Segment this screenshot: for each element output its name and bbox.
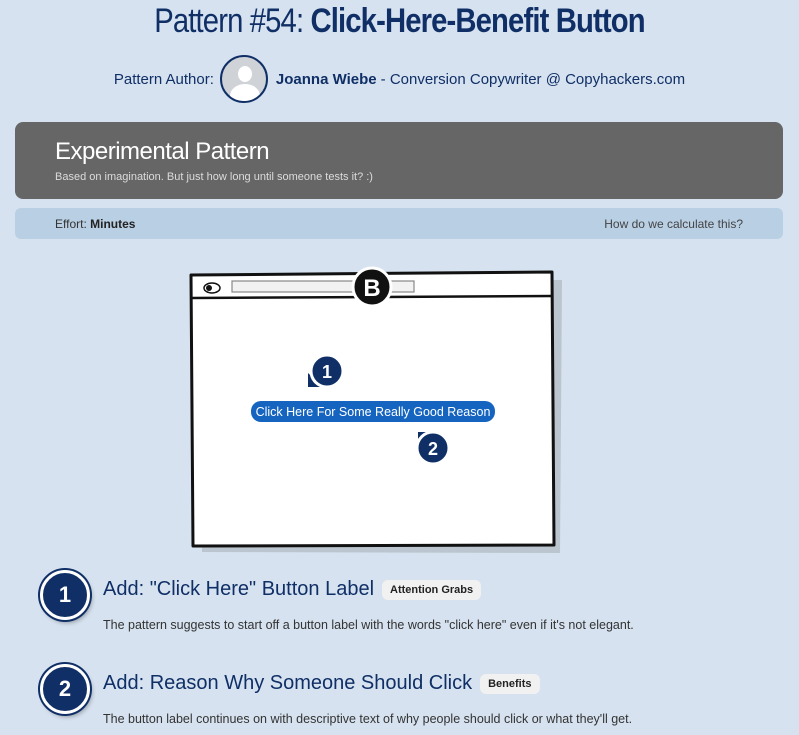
marker-two-label: 2 — [428, 439, 438, 459]
step-1-number: 1 — [40, 570, 90, 620]
step-1-title: Add: "Click Here" Button Label — [103, 578, 375, 600]
step-2-title: Add: Reason Why Someone Should Click — [103, 672, 473, 694]
effort-info: Effort: Minutes — [55, 217, 135, 231]
step-1-badge: Attention Grabs — [382, 579, 482, 600]
effort-label: Effort: — [55, 217, 87, 231]
effort-value: Minutes — [90, 217, 136, 231]
step-2-badge: Benefits — [480, 673, 540, 694]
step-1-description: The pattern suggests to start off a butt… — [103, 618, 634, 632]
experimental-heading: Experimental Pattern — [55, 138, 270, 165]
pattern-illustration: B 1 Click Here For Some Really Good Reas… — [189, 266, 562, 553]
page-title: Pattern #54: Click-Here-Benefit Button — [56, 0, 743, 42]
author-role: - Conversion Copywriter @ Copyhackers.co… — [380, 70, 686, 88]
experimental-banner: Experimental Pattern Based on imaginatio… — [15, 122, 783, 199]
avatar[interactable] — [219, 55, 268, 103]
step-2-heading: Add: Reason Why Someone Should Click Ben… — [103, 672, 540, 695]
title-prefix: Pattern #54: — [154, 2, 311, 40]
demo-cta-button — [251, 401, 495, 422]
author-name[interactable]: Joanna Wiebe — [275, 70, 377, 88]
effort-bar: Effort: Minutes How do we calculate this… — [15, 208, 783, 239]
marker-two: 2 — [415, 430, 451, 466]
step-2-number: 2 — [40, 664, 90, 714]
marker-one-label: 1 — [322, 362, 332, 382]
author-row: Pattern Author: Joanna Wiebe - Conversio… — [0, 52, 799, 106]
avatar-body-shape — [229, 84, 260, 101]
effort-calc-link[interactable]: How do we calculate this? — [604, 217, 743, 231]
step-2-description: The button label continues on with descr… — [103, 712, 633, 726]
marker-one: 1 — [308, 353, 345, 389]
title-pattern-name: Click-Here-Benefit Button — [310, 2, 645, 40]
author-label: Pattern Author: — [113, 70, 214, 88]
browser-address-bar — [231, 280, 415, 293]
browser-nav-icon — [203, 282, 221, 294]
avatar-head-shape — [237, 66, 252, 82]
variant-badge: B — [351, 266, 393, 308]
variant-letter: B — [363, 275, 380, 302]
experimental-subtext: Based on imagination. But just how long … — [55, 171, 373, 183]
demo-cta-label: Click Here For Some Really Good Reason — [256, 405, 491, 419]
step-1-heading: Add: "Click Here" Button Label Attention… — [103, 578, 482, 601]
